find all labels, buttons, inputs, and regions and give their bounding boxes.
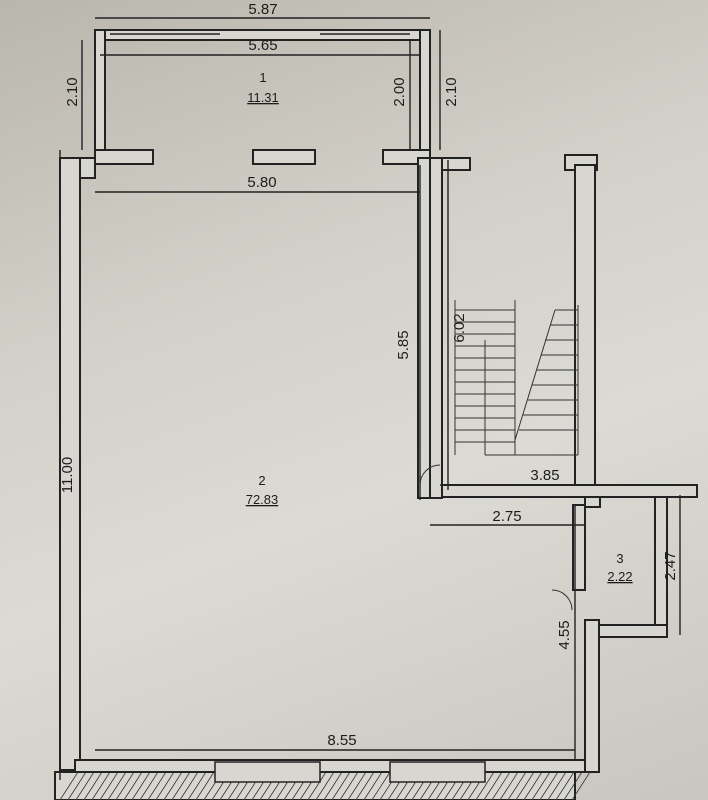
wall-hatch-line xyxy=(115,771,135,800)
wall-hatch-line xyxy=(187,771,207,800)
wall-hatch-line xyxy=(155,771,175,800)
wall-hatch-line xyxy=(123,771,143,800)
dim-hall-right: 5.85 xyxy=(395,330,412,359)
wall-hatch-line xyxy=(507,771,527,800)
wall-hatch-line xyxy=(547,771,567,800)
dim-lower-right: 4.55 xyxy=(556,620,573,649)
wall-hatch-line xyxy=(139,771,159,800)
wall-hatch-line xyxy=(483,771,503,800)
wall-hatch-line xyxy=(83,771,103,800)
wall-hatch-line xyxy=(67,771,87,800)
wall-hatch-line xyxy=(531,771,551,800)
dim-corridor-width: 2.75 xyxy=(492,508,521,525)
dim-stair-width: 3.85 xyxy=(530,467,559,484)
wall-hatch-line xyxy=(99,771,119,800)
wall-hatch-line xyxy=(131,771,151,800)
wall-hatch-line xyxy=(563,771,583,800)
dim-bottom: 8.55 xyxy=(327,732,356,749)
wall-hatch-line xyxy=(107,771,127,800)
room-2-walls xyxy=(59,157,600,773)
wall-hatch-line xyxy=(363,771,383,800)
dim-top-inner: 5.65 xyxy=(248,37,277,54)
room-3-door-swing xyxy=(551,589,573,611)
wall-hatch-line xyxy=(499,771,519,800)
wall-hatch-line xyxy=(371,771,391,800)
dim-stair-height: 6.02 xyxy=(451,313,468,342)
stair-block xyxy=(419,154,698,638)
dim-small-room-height: 2.47 xyxy=(662,551,679,580)
room-3-number: 3 xyxy=(616,551,623,566)
room-2-number: 2 xyxy=(258,473,265,488)
dim-right-top-outer: 2.10 xyxy=(443,77,460,106)
wall-hatch-line xyxy=(59,771,79,800)
wall-hatch-line xyxy=(571,771,591,800)
wall-hatch-line xyxy=(539,771,559,800)
room-1-number: 1 xyxy=(259,70,266,85)
dim-left-top: 2.10 xyxy=(64,77,81,106)
wall-hatch-line xyxy=(171,771,191,800)
dimension-lines xyxy=(59,17,681,780)
room-2-area: 72.83 xyxy=(246,492,279,507)
room-1-walls xyxy=(94,29,431,165)
dim-top-outer: 5.87 xyxy=(248,1,277,18)
wall-hatch-line xyxy=(195,771,215,800)
wall-hatch-line xyxy=(331,771,351,800)
dim-left-total: 11.00 xyxy=(59,457,76,493)
room-3-area: 2.22 xyxy=(607,569,632,584)
wall-hatch-line xyxy=(339,771,359,800)
wall-hatch-line xyxy=(323,771,343,800)
wall-hatch-line xyxy=(315,771,335,800)
room-1-area: 11.31 xyxy=(247,90,279,105)
wall-hatch-line xyxy=(475,771,495,800)
wall-hatch-line xyxy=(347,771,367,800)
wall-hatch-line xyxy=(163,771,183,800)
bottom-hatched-wall xyxy=(54,761,591,800)
wall-hatch-line xyxy=(355,771,375,800)
wall-hatch-line xyxy=(491,771,511,800)
wall-hatch-line xyxy=(307,771,327,800)
wall-hatch-line xyxy=(179,771,199,800)
wall-hatch-line xyxy=(91,771,111,800)
wall-hatch-line xyxy=(75,771,95,800)
stair-flight-right xyxy=(484,305,579,456)
wall-hatch-line xyxy=(147,771,167,800)
wall-hatch-line xyxy=(515,771,535,800)
wall-hatch-line xyxy=(523,771,543,800)
dim-hall-width: 5.80 xyxy=(247,174,276,191)
dim-right-top-inner: 2.00 xyxy=(391,77,408,106)
wall-hatch-line xyxy=(555,771,575,800)
